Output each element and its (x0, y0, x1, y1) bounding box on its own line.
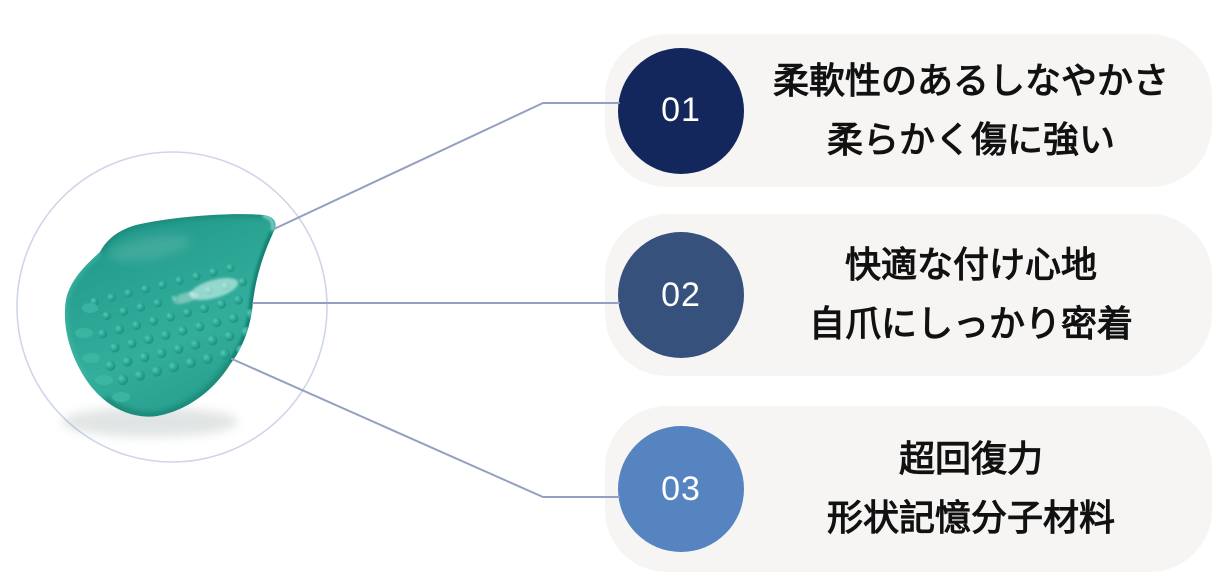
feature-title-line: 快適な付け心地 (844, 245, 1097, 286)
feature-title-line: 柔らかく傷に強い (826, 119, 1115, 161)
feature-number-badge-2: 02 (618, 232, 744, 358)
feature-text-1: 柔軟性のあるしなやかさ 柔らかく傷に強い (744, 52, 1212, 170)
feature-title-line: 超回復力 (898, 439, 1043, 480)
feature-title-line: 形状記憶分子材料 (826, 498, 1115, 539)
feature-number-1: 01 (661, 91, 701, 129)
feature-text-3: 超回復力 形状記憶分子材料 (744, 430, 1212, 548)
feature-title-line: 柔軟性のあるしなやかさ (772, 60, 1169, 102)
feature-title-line: 自爪にしっかり密着 (808, 304, 1133, 345)
feature-card-2: 02 快適な付け心地 自爪にしっかり密着 (605, 214, 1212, 376)
feature-card-1: 01 柔軟性のあるしなやかさ 柔らかく傷に強い (605, 34, 1212, 187)
feature-number-2: 02 (661, 275, 701, 314)
feature-number-badge-1: 01 (618, 47, 744, 174)
feature-number-badge-3: 03 (618, 426, 744, 552)
feature-number-3: 03 (661, 469, 701, 508)
feature-text-2: 快適な付け心地 自爪にしっかり密着 (744, 236, 1212, 354)
feature-card-3: 03 超回復力 形状記憶分子材料 (605, 406, 1212, 572)
